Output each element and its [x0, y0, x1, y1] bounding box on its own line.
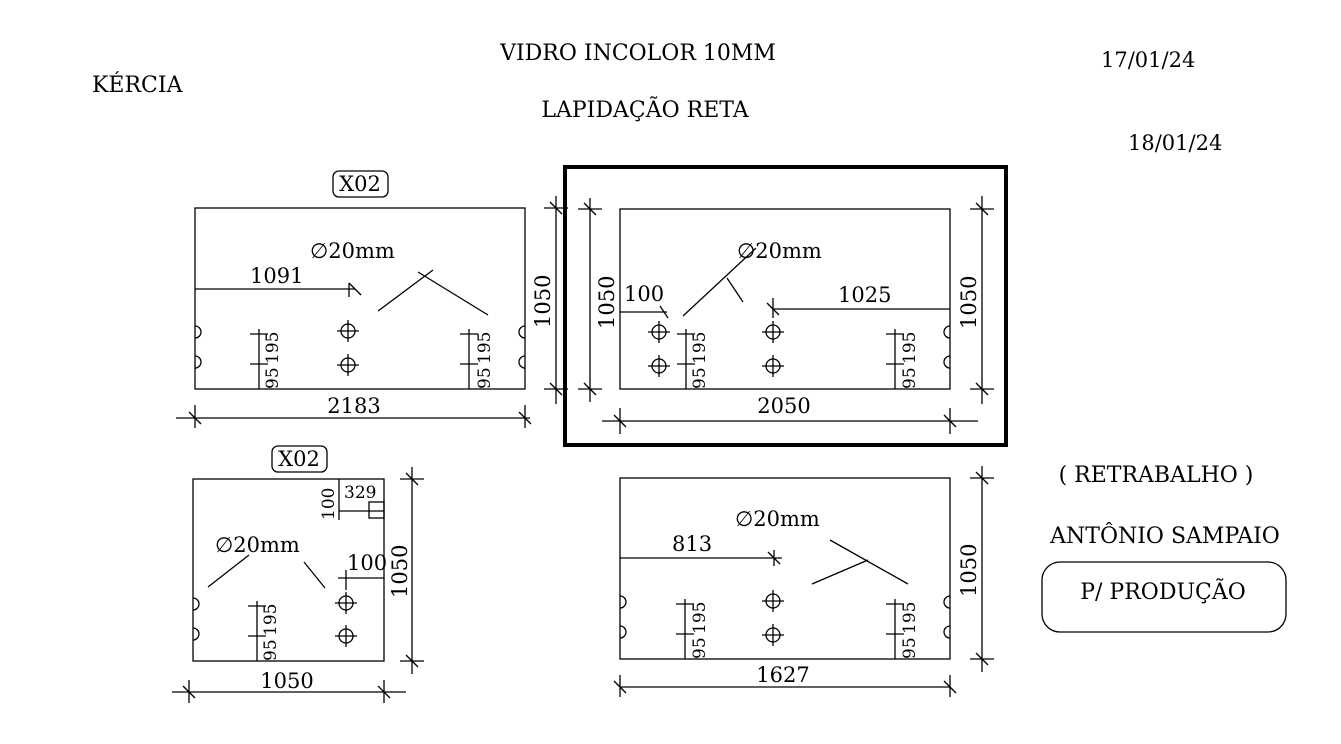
glass-outline: [619, 208, 951, 390]
spacing-label-b: 195: [261, 604, 281, 636]
glass-outline: [192, 478, 385, 662]
spacing-label-a: 95: [261, 639, 281, 661]
spacing-label-b: 195: [263, 332, 283, 364]
hinge-notch-icon: [194, 355, 202, 369]
spacing-label-b: 195: [475, 332, 495, 364]
height-dimension-left: 1050: [595, 276, 619, 329]
width-dimension: 1050: [260, 669, 313, 693]
spacing-label-a: 95: [900, 637, 920, 659]
hole-icon: [647, 320, 671, 344]
quantity-label: X02: [339, 172, 381, 196]
production-stamp-box: [1041, 561, 1287, 633]
height-dimension: 1050: [531, 275, 555, 328]
hinge-notch-icon: [192, 627, 200, 641]
page-title: VIDRO INCOLOR 10MM: [499, 41, 776, 66]
hole-icon: [336, 319, 360, 343]
hinge-notch-icon: [194, 325, 202, 339]
offset-dimension: 813: [672, 532, 712, 556]
hinge-notch-icon: [192, 597, 200, 611]
hole-icon: [761, 354, 785, 378]
hole-diameter-label: ∅20mm: [737, 239, 822, 263]
date-first: 17/01/24: [1101, 48, 1195, 72]
width-dimension: 2183: [327, 394, 380, 418]
piece-3: X02 329 100 ∅20mm 100 95 195 1050 1050: [172, 445, 424, 703]
spacing-label-b: 195: [690, 332, 710, 364]
hole-diameter-label: ∅20mm: [310, 239, 395, 263]
client-name: KÉRCIA: [92, 71, 184, 98]
hole-diameter-label: ∅20mm: [215, 533, 300, 557]
glass-outline: [194, 207, 526, 390]
height-dimension: 1050: [388, 545, 412, 598]
width-dimension: 2050: [757, 394, 810, 418]
hole-icon: [761, 589, 785, 613]
piece-4: ∅20mm 813 95 195 95 195 1627: [613, 466, 994, 697]
rework-note: ( RETRABALHO ): [1059, 463, 1254, 488]
spacing-label-b: 195: [900, 602, 920, 634]
production-stamp-label: P/ PRODUÇÃO: [1080, 577, 1246, 605]
spacing-label-a: 95: [690, 367, 710, 389]
glass-outline: [619, 477, 951, 660]
hole-icon: [761, 623, 785, 647]
notch-width-label: 329: [344, 483, 376, 503]
highlight-frame: [563, 165, 1008, 447]
person-name: ANTÔNIO SAMPAIO: [1049, 522, 1280, 549]
width-dimension: 1627: [756, 663, 809, 687]
hinge-notch-icon: [619, 595, 627, 609]
hole-icon: [761, 320, 785, 344]
offset-dimension: 1025: [838, 283, 891, 307]
spacing-label-a: 95: [475, 367, 495, 389]
height-dimension-right: 1050: [957, 276, 981, 329]
quantity-label: X02: [278, 447, 320, 471]
piece-2: ∅20mm 100 1025 95 195 95 195 2050: [563, 165, 1008, 447]
spacing-label-b: 195: [690, 602, 710, 634]
hole-diameter-label: ∅20mm: [735, 507, 820, 531]
quantity-badge: [332, 170, 389, 198]
hole-icon: [647, 354, 671, 378]
hinge-notch-icon: [619, 625, 627, 639]
notch-cutout: [368, 501, 385, 519]
edge-dimension: 100: [347, 551, 387, 575]
quantity-badge: [271, 445, 328, 473]
notch-height-label: 100: [319, 488, 339, 520]
piece-1: X02 ∅20mm 1091 95 195 95 195 2183: [176, 170, 568, 428]
date-second: 18/01/24: [1128, 131, 1222, 155]
spacing-label-a: 95: [900, 367, 920, 389]
spacing-label-b: 195: [900, 332, 920, 364]
spacing-label-a: 95: [263, 367, 283, 389]
spacing-label-a: 95: [690, 637, 710, 659]
page-subtitle: LAPIDAÇÃO RETA: [541, 95, 749, 123]
height-dimension: 1050: [957, 544, 981, 597]
hole-icon: [334, 624, 358, 648]
edge-dimension: 100: [624, 282, 664, 306]
hole-icon: [336, 353, 360, 377]
offset-dimension: 1091: [250, 264, 303, 288]
hole-icon: [334, 591, 358, 615]
